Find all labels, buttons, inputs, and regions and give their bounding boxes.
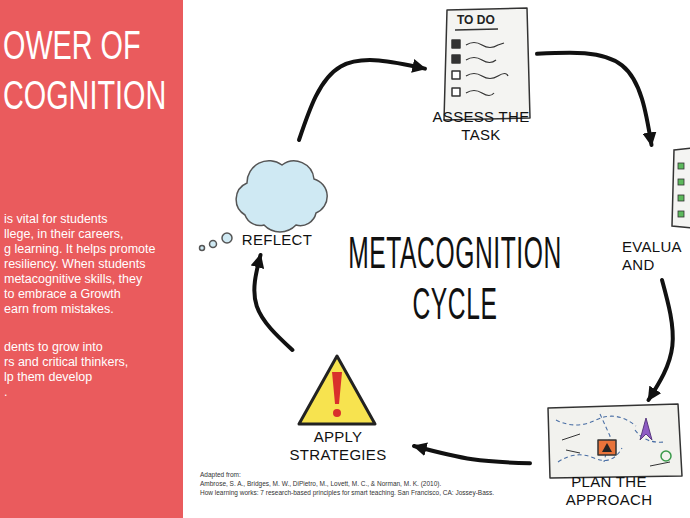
step-node: REFLECT: [222, 140, 332, 255]
panel-body-text: lp them develop: [4, 370, 92, 384]
plan-icon: [548, 404, 682, 478]
panel-body-text: resiliency. When students: [4, 257, 146, 271]
citation-text: Ambrose, S. A., Bridges, M. W., DiPietro…: [200, 480, 441, 487]
citation-text: Adapted from:: [200, 471, 241, 478]
cycle-arrow: [414, 446, 530, 463]
cycle-arrow: [537, 53, 652, 145]
panel-body-text: llege, in their careers,: [4, 227, 124, 241]
panel-body-text: to embrace a Growth: [4, 287, 121, 301]
panel-body-text: g learning. It helps promote: [4, 242, 155, 256]
panel-body-text: metacognitive skills, they: [4, 272, 142, 286]
step-node: EVALUA AND: [620, 145, 690, 280]
step-label: APPLY STRATEGIES: [264, 428, 412, 464]
panel-body-text: dents to grow into: [4, 340, 103, 354]
panel-title: COGNITION: [3, 72, 166, 118]
step-label: PLAN THE APPROACH: [532, 473, 686, 509]
thought-cloud: [200, 161, 328, 251]
warning-icon: [299, 356, 375, 424]
panel-body-text: is vital for students: [4, 212, 108, 226]
step-label: ASSESS THE TASK: [427, 108, 535, 144]
panel-title: OWER OF: [3, 22, 141, 68]
panel-body-text: earn from mistakes.: [4, 302, 114, 316]
step-node: PLAN THE APPROACH: [530, 400, 688, 515]
cycle-arrow: [299, 60, 425, 140]
checklist-icon: [672, 148, 690, 228]
step-node: ASSESS THE TASK: [425, 2, 537, 150]
cycle-arrow: [649, 280, 673, 400]
todo-icon: [444, 8, 530, 120]
panel-body-text: .: [4, 385, 7, 399]
step-label: EVALUA AND: [622, 238, 688, 274]
cycle-arrow: [254, 255, 292, 350]
side-panel: [0, 0, 183, 518]
step-node: APPLY STRATEGIES: [262, 350, 414, 470]
step-label: REFLECT: [242, 231, 312, 249]
panel-body-text: rs and critical thinkers,: [4, 355, 128, 369]
todo-heading: TO DO: [457, 14, 495, 28]
citation-text: How learning works: 7 research-based pri…: [200, 489, 494, 496]
diagram-title: METACOGNITION CYCLE: [337, 228, 572, 329]
